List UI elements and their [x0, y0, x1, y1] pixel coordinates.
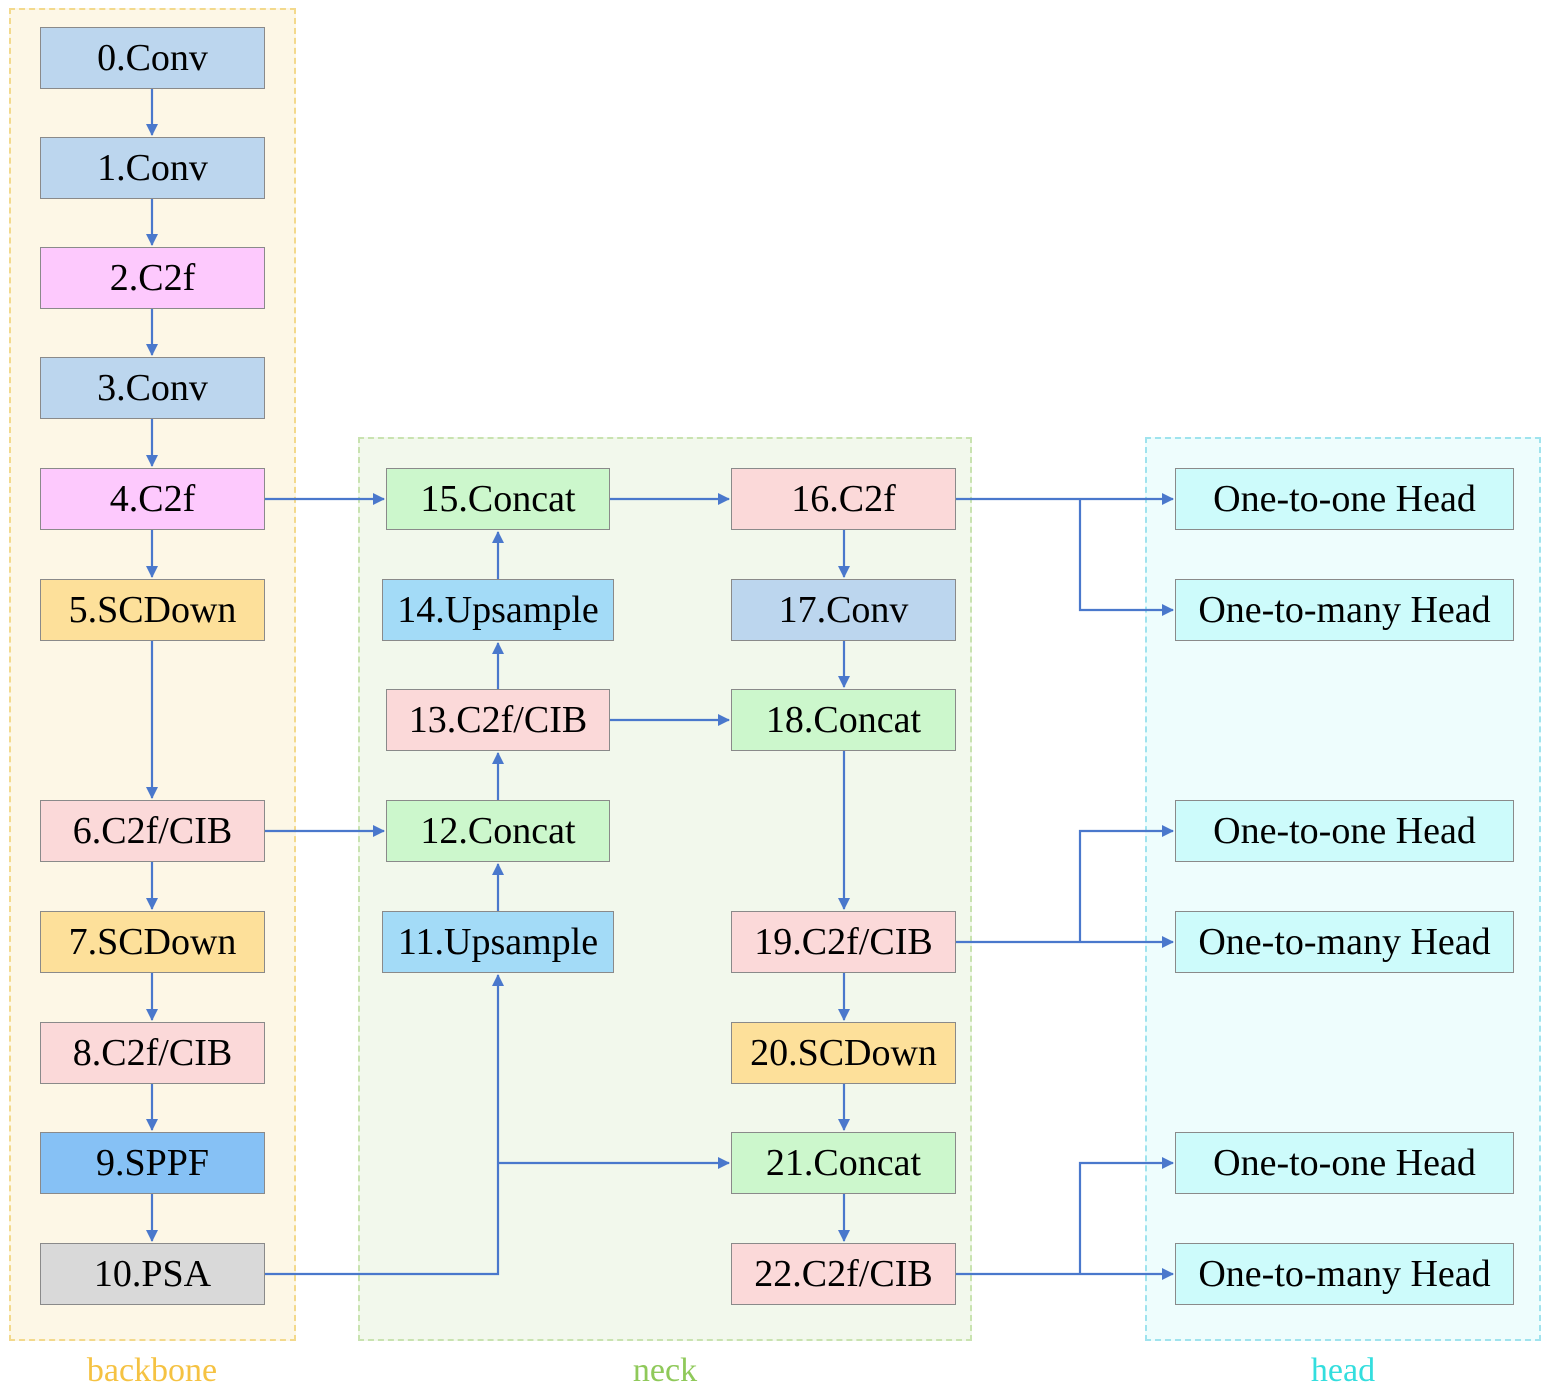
- node-4-c2f: 4.C2f: [40, 468, 265, 530]
- node-15-concat: 15.Concat: [386, 468, 610, 530]
- head-one-to-one-3: One-to-one Head: [1175, 1132, 1514, 1194]
- edge-22-h5: [1078, 1157, 1174, 1274]
- node-12-concat: 12.Concat: [386, 800, 610, 862]
- node-11-upsample: 11.Upsample: [382, 911, 614, 973]
- backbone-label: backbone: [86, 1352, 218, 1389]
- node-2-c2f: 2.C2f: [40, 247, 265, 309]
- node-19-c2f-cib: 19.C2f/CIB: [731, 911, 956, 973]
- edge-16-h2: [1078, 499, 1174, 616]
- node-1-conv: 1.Conv: [40, 137, 265, 199]
- edge-10-11: [265, 974, 504, 1276]
- node-6-c2f-cib: 6.C2f/CIB: [40, 800, 265, 862]
- head-one-to-many-1: One-to-many Head: [1175, 579, 1514, 641]
- node-5-scdown: 5.SCDown: [40, 579, 265, 641]
- node-22-c2f-cib: 22.C2f/CIB: [731, 1243, 956, 1305]
- head-one-to-many-2: One-to-many Head: [1175, 911, 1514, 973]
- node-17-conv: 17.Conv: [731, 579, 956, 641]
- head-label: head: [1310, 1352, 1376, 1389]
- neck-label: neck: [632, 1352, 698, 1389]
- node-16-c2f: 16.C2f: [731, 468, 956, 530]
- node-7-scdown: 7.SCDown: [40, 911, 265, 973]
- node-8-c2f-cib: 8.C2f/CIB: [40, 1022, 265, 1084]
- node-9-sppf: 9.SPPF: [40, 1132, 265, 1194]
- node-3-conv: 3.Conv: [40, 357, 265, 419]
- node-21-concat: 21.Concat: [731, 1132, 956, 1194]
- node-14-upsample: 14.Upsample: [382, 579, 614, 641]
- node-18-concat: 18.Concat: [731, 689, 956, 751]
- head-one-to-one-2: One-to-one Head: [1175, 800, 1514, 862]
- node-20-scdown: 20.SCDown: [731, 1022, 956, 1084]
- node-0-conv: 0.Conv: [40, 27, 265, 89]
- edge-19-h3: [1078, 825, 1174, 942]
- head-one-to-one-1: One-to-one Head: [1175, 468, 1514, 530]
- node-10-psa: 10.PSA: [40, 1243, 265, 1305]
- head-one-to-many-3: One-to-many Head: [1175, 1243, 1514, 1305]
- node-13-c2f-cib: 13.C2f/CIB: [386, 689, 610, 751]
